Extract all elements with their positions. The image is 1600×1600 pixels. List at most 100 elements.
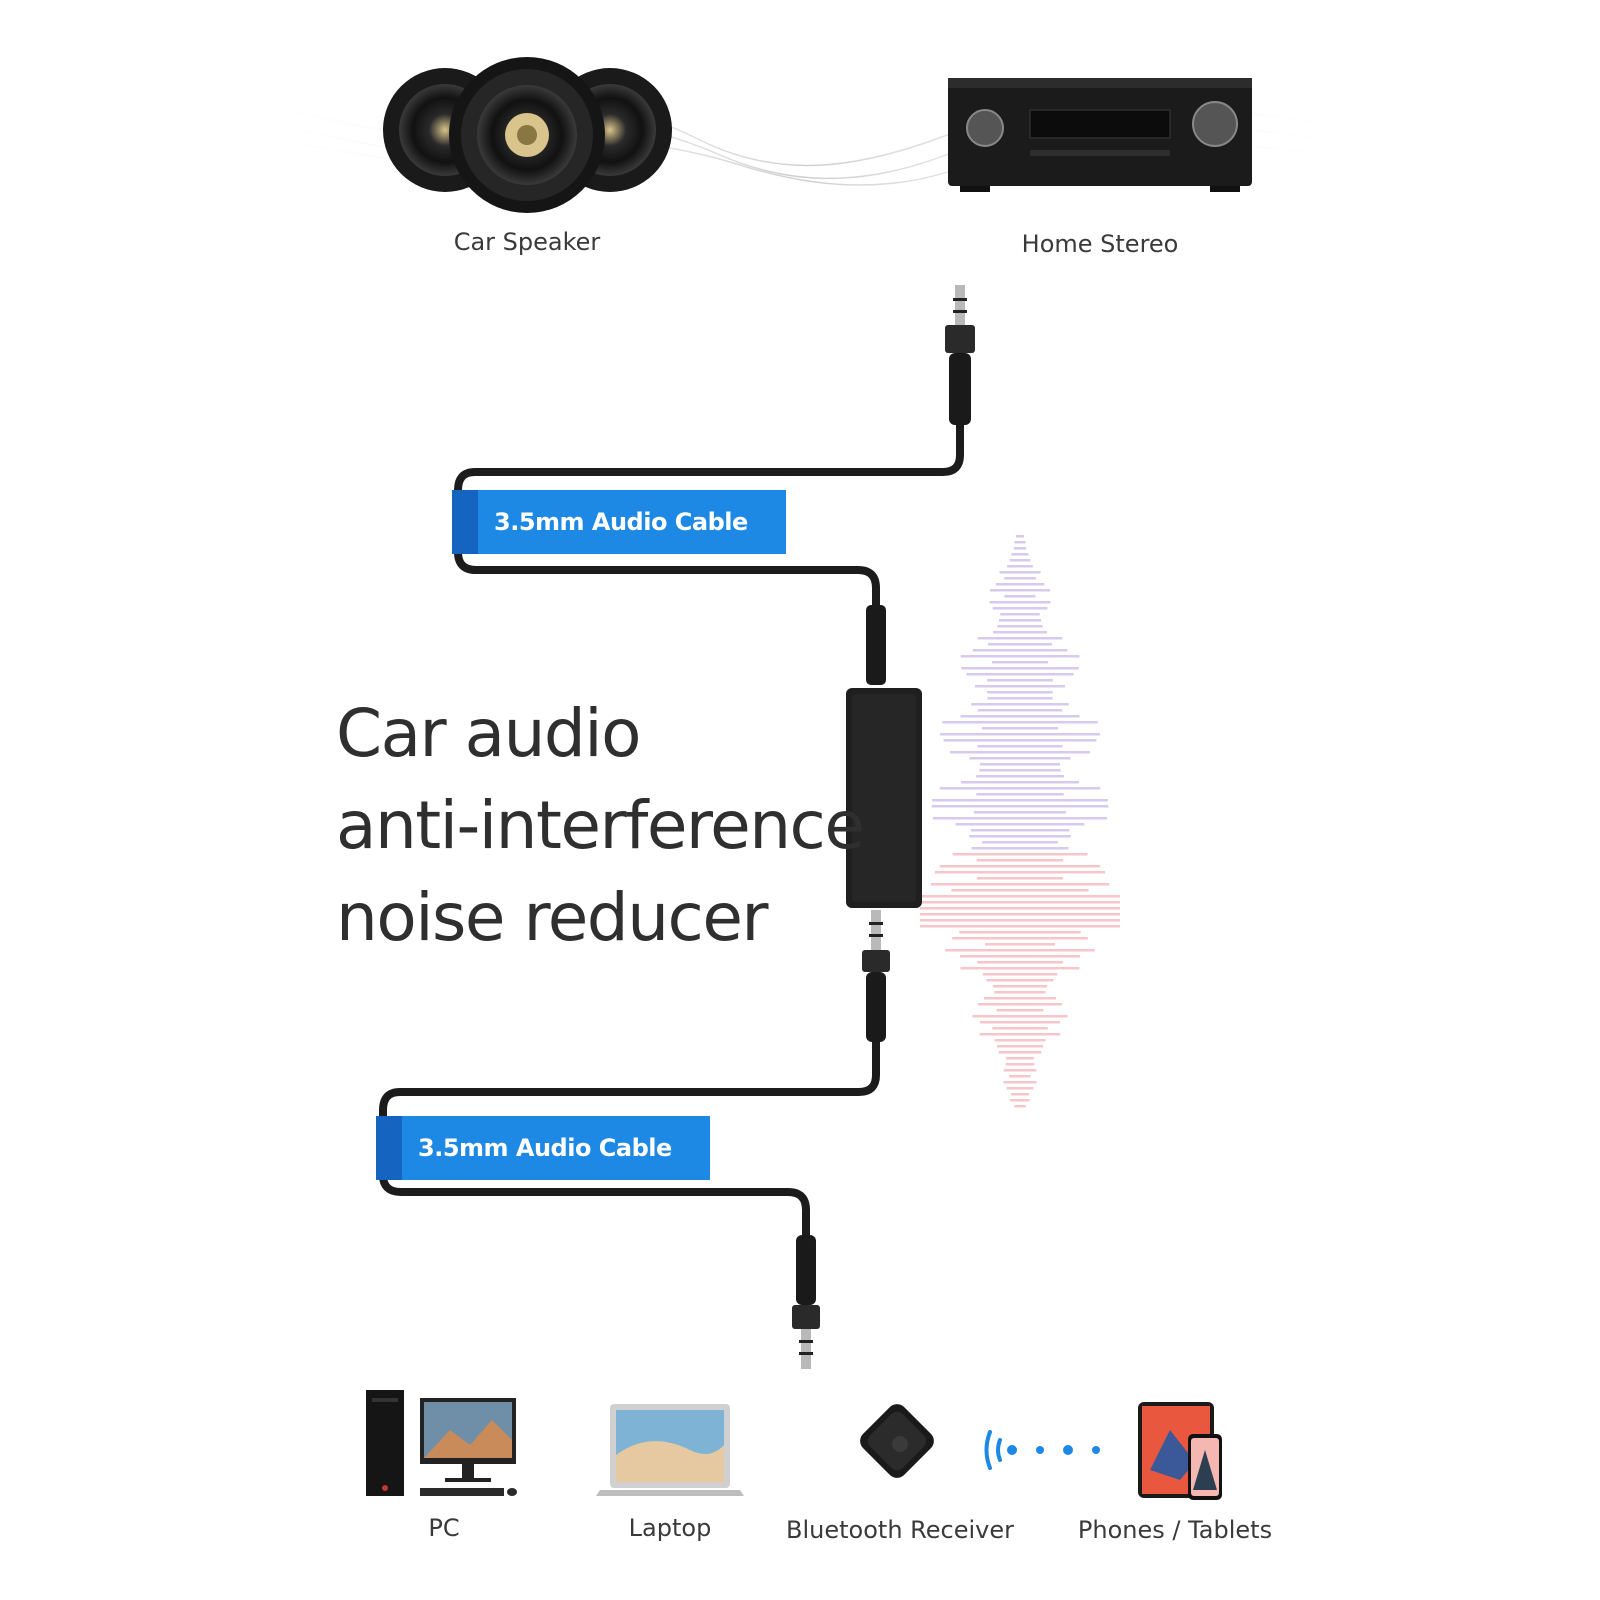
waveform-bar (977, 745, 1063, 748)
waveform-bar (994, 991, 1046, 994)
waveform-bar (986, 979, 1054, 982)
waveform-bar (984, 997, 1056, 1000)
waveform-bar (1004, 595, 1036, 598)
waveform-bar (1003, 1081, 1037, 1084)
waveform-bar (952, 937, 1088, 940)
waveform-bar (987, 697, 1053, 700)
audio-jack-plug-top (945, 285, 975, 425)
waveform-bar (1011, 553, 1029, 556)
waveform-bar (980, 1021, 1060, 1024)
waveform-bar (972, 649, 1068, 652)
waveform-bar (996, 1009, 1044, 1012)
waveform-bar (973, 811, 1066, 814)
waveform-bar (976, 859, 1064, 862)
waveform-bar (992, 607, 1048, 610)
waveform-bar (979, 1033, 1061, 1036)
waveform-bar (1013, 547, 1027, 550)
waveform-bar (920, 901, 1120, 904)
waveform-bar (979, 763, 1060, 766)
laptop-icon (596, 1404, 744, 1496)
cable-tag-wrap (376, 1116, 402, 1180)
waveform-bar (960, 655, 1080, 658)
waveform-bar (920, 925, 1120, 928)
waveform-bar (977, 709, 1063, 712)
waveform-bar (979, 769, 1061, 772)
waveform-bar (920, 913, 1120, 916)
waveform-bar (971, 847, 1069, 850)
waveform-bar (932, 799, 1108, 802)
phones-tablets-icon (1138, 1402, 1222, 1500)
waveform-bar (985, 943, 1055, 946)
waveform-bar (1014, 541, 1026, 544)
waveform-bar (976, 877, 1064, 880)
waveform-bar (1009, 559, 1031, 562)
waveform-bar (1009, 1075, 1031, 1078)
waveform-bar (987, 691, 1053, 694)
waveform-bar (943, 739, 1097, 742)
cable-tag-bottom: 3.5mm Audio Cable (376, 1116, 710, 1180)
waveform-bar (942, 721, 1098, 724)
home-stereo-icon (948, 78, 1252, 192)
waveform-bar (982, 841, 1058, 844)
waveform-bar (975, 685, 1066, 688)
waveform-bar (1014, 1105, 1026, 1108)
headline-line-1: Car audio (336, 695, 642, 772)
waveform-bar (982, 973, 1058, 976)
car-speaker-icon (383, 57, 672, 213)
waveform-bar (945, 949, 1095, 952)
waveform-bar (992, 1027, 1048, 1030)
waveform-bar (934, 871, 1106, 874)
waveform-bar (920, 919, 1120, 922)
waveform-bar (977, 637, 1063, 640)
waveform-bar (966, 673, 1074, 676)
waveform-bar (960, 715, 1080, 718)
waveform-bar (961, 667, 1079, 670)
waveform-bar (1007, 565, 1033, 568)
waveform-bar (999, 571, 1041, 574)
waveform-bar (977, 961, 1063, 964)
cable-tag-top-label: 3.5mm Audio Cable (494, 508, 748, 536)
waveform-bar (959, 931, 1081, 934)
waveform-bar (955, 823, 1085, 826)
waveform-bar (989, 601, 1051, 604)
waveform-bar (992, 985, 1048, 988)
cable-tag-wrap (452, 490, 478, 554)
waveform-bar (981, 727, 1059, 730)
waveform-bar (1006, 1057, 1034, 1060)
car-speaker-label: Car Speaker (453, 228, 601, 256)
waveform-bar (952, 853, 1088, 856)
waveform-bar (939, 787, 1101, 790)
waveform-bar (987, 679, 1053, 682)
waveform-bar (969, 757, 1071, 760)
home-stereo-label: Home Stereo (1021, 230, 1179, 258)
waveform-bar (960, 967, 1080, 970)
waveform-bar (990, 589, 1050, 592)
waveform-bar (920, 895, 1120, 898)
waveform-bar (951, 889, 1089, 892)
waveform-bar (993, 631, 1047, 634)
device-label-pc: PC (428, 1514, 460, 1542)
waveform-bar (976, 775, 1064, 778)
device-label-phones-tablets: Phones / Tablets (1077, 1516, 1273, 1544)
cable-tag-bottom-label: 3.5mm Audio Cable (418, 1134, 672, 1162)
waveform-bar (1010, 1099, 1030, 1102)
pc-icon (366, 1390, 517, 1496)
waveform-bar (939, 865, 1101, 868)
waveform-bar (931, 805, 1109, 808)
audio-jack-plug-bottom (792, 1235, 820, 1369)
noise-reducer-device (846, 605, 922, 1042)
waveform-bar (972, 1015, 1068, 1018)
cable-tag-top: 3.5mm Audio Cable (452, 490, 786, 554)
headline-line-3: noise reducer (336, 879, 769, 956)
waveform-bar (997, 625, 1043, 628)
waveform-bar (1006, 1087, 1034, 1090)
sound-waveform-decoration (920, 535, 1120, 1108)
waveform-bar (1011, 1093, 1029, 1096)
waveform-bar (959, 955, 1080, 958)
waveform-bar (994, 1039, 1046, 1042)
waveform-bar (920, 907, 1120, 910)
waveform-bar (960, 781, 1079, 784)
waveform-bar (987, 643, 1053, 646)
